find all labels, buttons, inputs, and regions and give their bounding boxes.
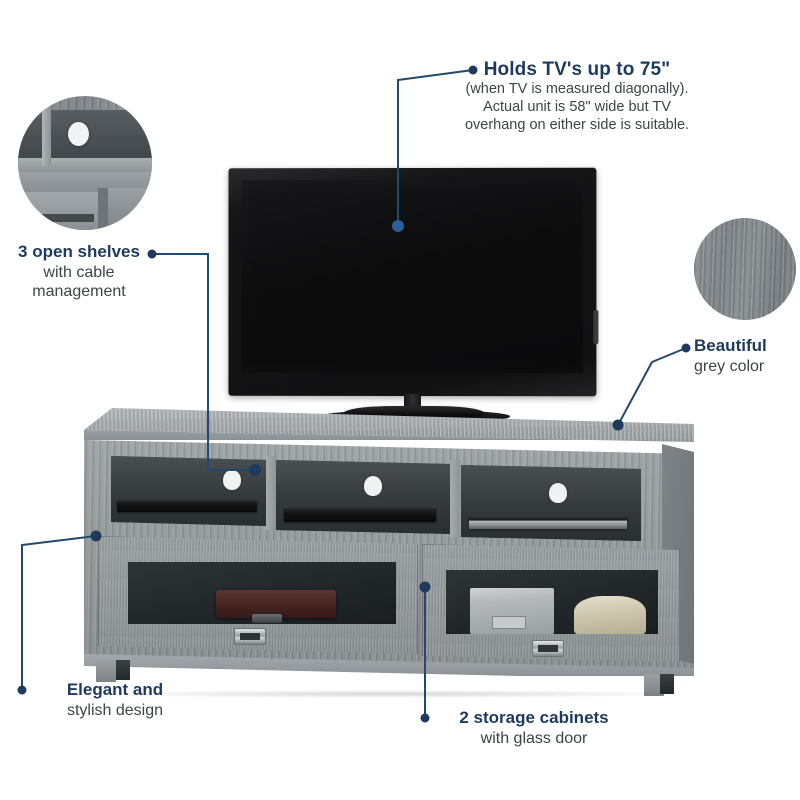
stand-leg-left-inner [116,660,130,680]
detail-inset-cable-hole [18,96,152,230]
callout-cabinets-heading: 2 storage cabinets [459,708,609,727]
leader-dot-design-text [17,685,27,695]
closeup-stile [98,188,108,230]
callout-shelves-heading: 3 open shelves [18,242,140,261]
leader-dot-cabinets-text [420,713,430,723]
callout-design-line1: stylish design [66,701,164,719]
av-receiver [284,508,436,522]
callout-shelves: 3 open shelves with cable management [8,242,150,302]
dvd-player-silver [469,515,627,529]
glass-door-left [128,562,396,624]
shelf-divider [450,460,460,538]
closeup-cabinet-front [18,192,98,230]
stand-leg-right [644,674,664,696]
callout-tv-size: Holds TV's up to 75" (when TV is measure… [432,58,722,134]
open-shelf-right [461,465,641,541]
open-shelf-center [276,460,452,534]
cable-management-hole [364,476,382,496]
callout-design-heading: Elegant and [66,680,164,699]
callout-tv-size-line3: overhang on either side is suitable. [464,116,690,133]
glass-door-right [446,570,658,634]
leader-dot-shelves-anchor [249,464,261,476]
closeup-shelf-board [18,158,152,172]
leader-line-color [617,347,687,426]
closeup-shadow-gap [18,214,94,222]
open-shelf-left [111,456,267,526]
shelf-back-panel [111,456,267,526]
storage-box [470,588,554,634]
callout-color: Beautiful grey color [694,336,798,376]
stand-leg-left [96,660,116,682]
callout-color-heading: Beautiful [694,336,767,355]
callout-shelves-line1: with cable [43,263,115,281]
cabinet-handle-left [234,628,266,645]
floor-shadow [90,690,690,698]
cable-management-hole [549,483,567,503]
leader-dot-color-anchor [612,419,624,431]
storage-cabinet-right [422,544,680,662]
round-basket [574,596,646,634]
stand-leg-right-inner [660,674,674,694]
cable-management-hole [223,470,241,490]
cable-hole-closeup-image [18,96,152,230]
leader-dot-cabinets-anchor [419,581,431,593]
closeup-cable-hole [68,122,89,146]
leader-line-design [21,535,97,690]
leader-dot-tv-size-text [468,65,478,75]
callout-design: Elegant and stylish design [30,680,200,720]
leather-suitcase [216,590,336,623]
cabinet-handle-right [532,640,564,657]
closeup-cabinet-side [108,188,152,230]
callout-cabinets: 2 storage cabinets with glass door [434,708,634,748]
leader-line-shelves [152,253,255,471]
closeup-divider [42,104,51,166]
callout-shelves-line2: management [32,283,126,301]
shelf-divider [266,456,276,530]
callout-color-line1: grey color [694,357,765,375]
callout-tv-size-line2: Actual unit is 58" wide but TV [483,98,671,115]
callout-tv-size-heading: Holds TV's up to 75" [483,59,671,80]
callout-tv-size-line1: (when TV is measured diagonally). [465,81,689,98]
storage-cabinet-left [98,536,418,654]
tv-stand [84,408,694,696]
leader-line-tv-size [397,69,474,226]
leader-dot-color-text [681,343,691,353]
callout-cabinets-line1: with glass door [480,729,588,747]
leader-dot-shelves-text [147,249,157,259]
detail-inset-color-swatch [694,218,796,320]
leader-dot-design-anchor [90,530,102,542]
leader-dot-tv-size-anchor [392,220,404,232]
dvd-player [117,500,257,512]
